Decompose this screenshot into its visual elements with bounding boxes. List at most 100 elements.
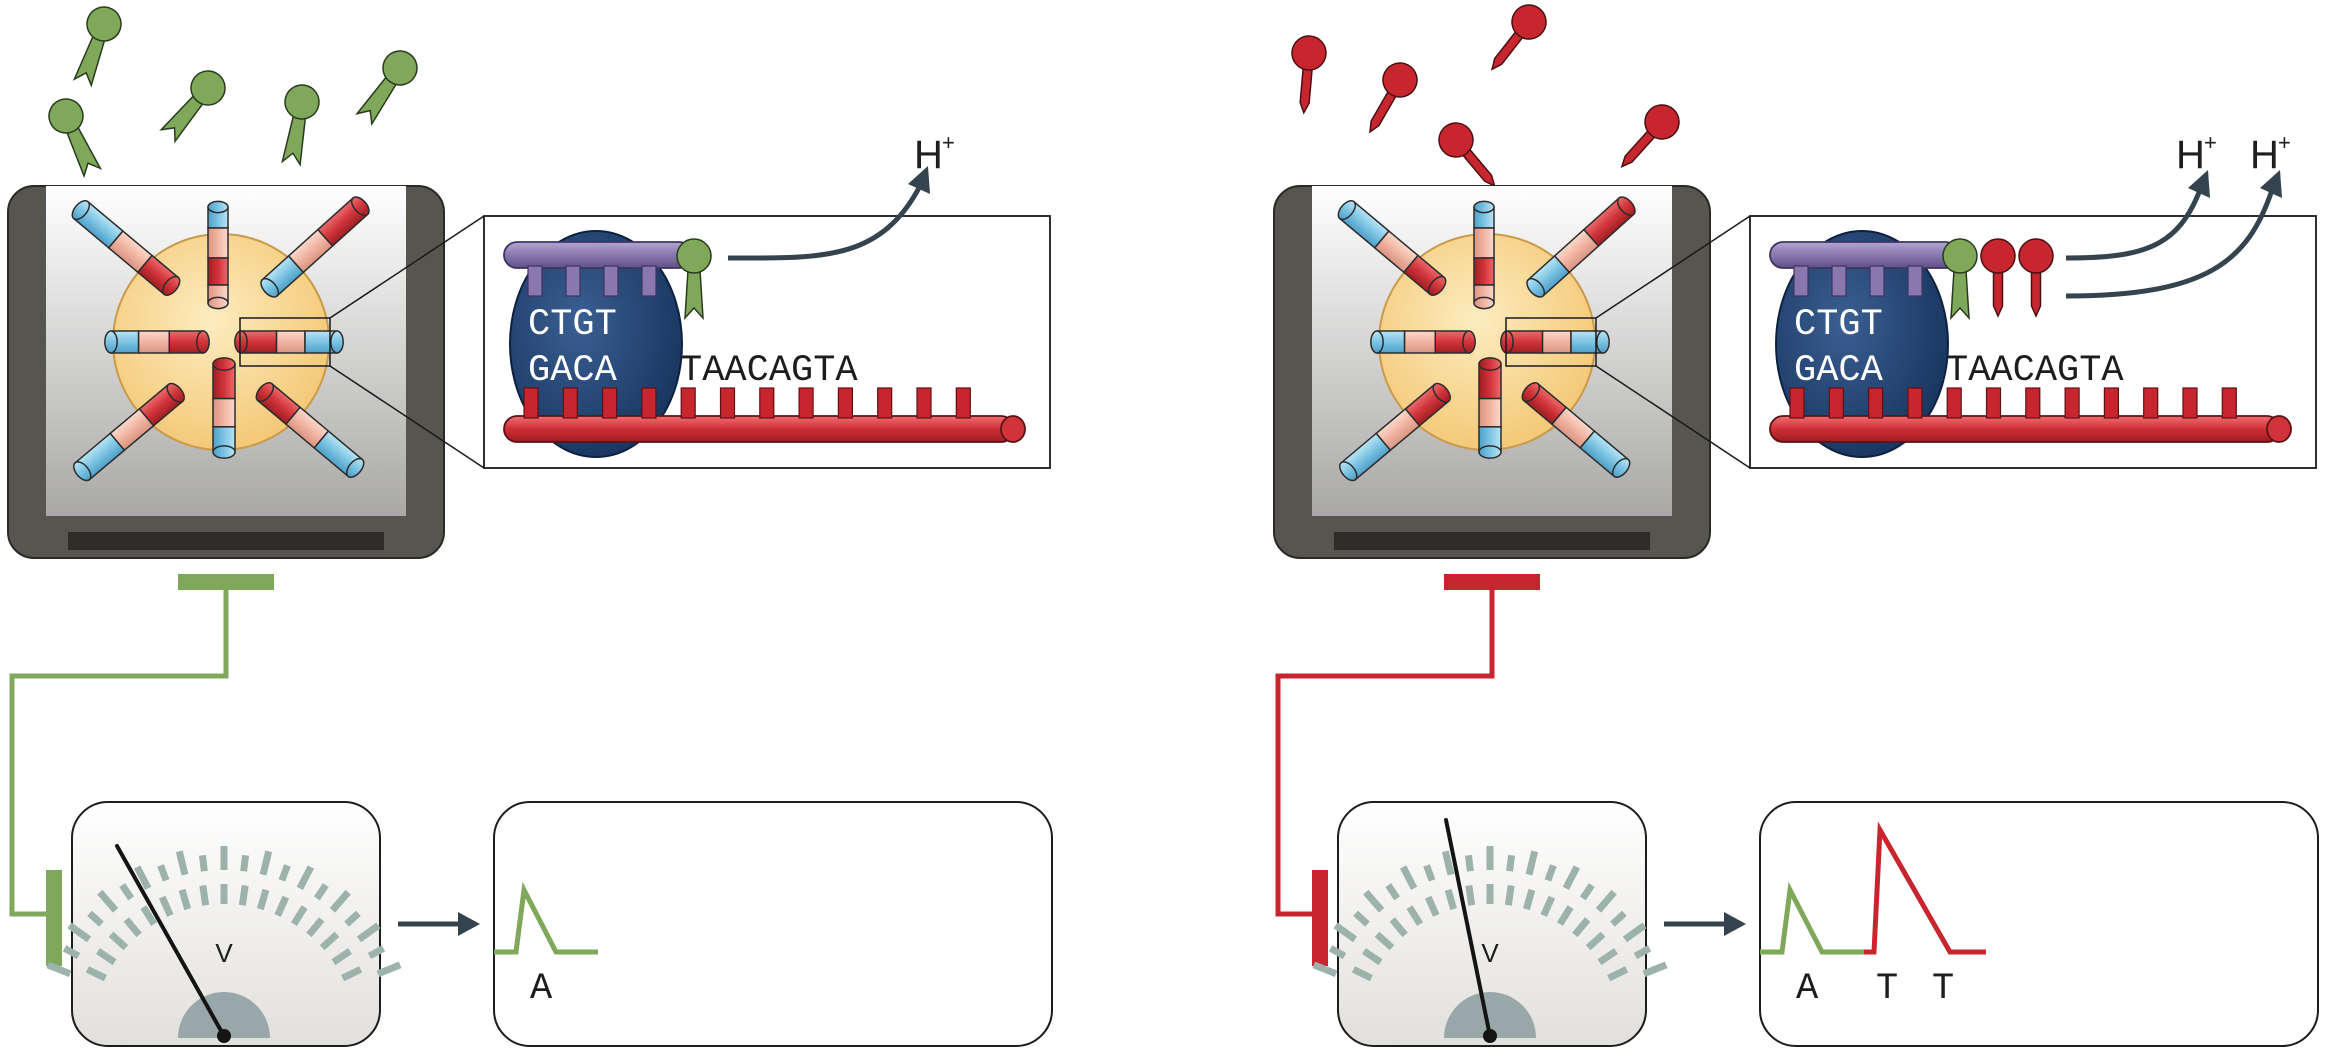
arrowhead-icon [1724, 912, 1746, 936]
template-base-tooth [1985, 387, 2002, 419]
meter-tick [306, 917, 325, 938]
template-base-tooth [601, 387, 618, 419]
probe-segment [275, 330, 306, 354]
template-base-tooth [1789, 387, 1805, 419]
hplus-release-arrow [2065, 189, 2275, 299]
primer-base-tooth [641, 265, 657, 297]
probe [1473, 200, 1495, 310]
template-base-tooth [877, 387, 893, 419]
probe-end-cap [345, 457, 365, 478]
meter-tick [331, 948, 352, 966]
meter-tick [87, 910, 104, 927]
meter-tick [1504, 884, 1515, 906]
meter-tick [1607, 966, 1629, 982]
primer-backbone [503, 241, 693, 269]
meter-tick [1444, 888, 1457, 911]
nucleotide-red-icon [1438, 122, 1496, 188]
probe-end-cap [260, 277, 280, 298]
template-backbone [1769, 415, 2281, 443]
nucleotide-head [1980, 238, 2016, 274]
probe-segment [1478, 397, 1502, 428]
meter-tick [274, 895, 290, 917]
primer-base-tooth [1793, 265, 1809, 297]
trace-box: A [493, 801, 1053, 1047]
probe-segment [1473, 257, 1495, 286]
hplus-release-arrow [727, 184, 923, 261]
probe-segment [1403, 330, 1437, 354]
probe-end-cap [1478, 357, 1502, 371]
meter-tick [367, 945, 386, 960]
probe-end-cap [71, 200, 91, 221]
probe [71, 200, 181, 296]
probe-end-cap [1478, 445, 1502, 459]
meter-tick [1400, 865, 1418, 890]
probe [260, 196, 370, 298]
probe-end-cap [161, 275, 181, 296]
nucleotide-head [190, 70, 226, 106]
polymerase-protein [1775, 230, 1949, 458]
nucleotide-head [48, 98, 84, 134]
meter-tick [296, 865, 314, 890]
hplus-label: H [2250, 133, 2279, 177]
meter-tick [108, 931, 129, 951]
nucleotide-tail [2030, 269, 2042, 318]
nucleotide-head [1942, 238, 1978, 274]
probe [1370, 330, 1476, 354]
floating-nucleotides [1291, 4, 1680, 188]
probe-end-cap [1337, 200, 1357, 221]
wire [1275, 590, 1495, 917]
sequence-bottom-paired: GACA [528, 350, 618, 392]
meter-tick [1406, 905, 1424, 926]
template-base-tooth [2143, 387, 2159, 419]
probe-segment [207, 257, 229, 286]
meter-tick [1374, 931, 1395, 951]
meter-tick [341, 966, 363, 982]
probe-end-cap [212, 357, 236, 371]
template-end-cap [2266, 415, 2292, 443]
zoom-line [329, 215, 485, 319]
probe-segment [137, 330, 171, 354]
meter-tick [1540, 895, 1556, 917]
primer-base-tooth [1831, 265, 1847, 297]
meter-tick [1506, 854, 1516, 872]
meter-tick [257, 888, 270, 911]
nucleotide-green-icon [355, 50, 418, 127]
meter-tick [175, 850, 189, 876]
probe-end-cap [1596, 330, 1610, 354]
nucleotide-head [284, 84, 320, 120]
meter-tick [329, 889, 351, 913]
probe [104, 330, 210, 354]
meter-tick [62, 945, 81, 960]
hplus-superscript: + [942, 130, 955, 155]
zoom-line [1595, 365, 1751, 469]
meter-tick [158, 895, 174, 917]
meter-tick [67, 922, 92, 943]
nucleotide-tail [1992, 269, 2004, 318]
probe-segment [207, 227, 229, 259]
meter-tick [319, 931, 340, 951]
meter-tick [240, 854, 250, 872]
meter-tick [97, 889, 119, 913]
nucleotide-head [2018, 238, 2054, 274]
meter-tick [1595, 889, 1617, 913]
nucleotide-head [1511, 4, 1547, 40]
trace-peak-tt [1864, 821, 1986, 955]
nucleotide-red-icon [1369, 62, 1418, 134]
probe-end-cap [1432, 382, 1451, 403]
voltmeter: V [1312, 801, 1668, 1047]
arrowhead-icon [2260, 170, 2282, 198]
meter-tick [1363, 889, 1385, 913]
trace-label-t: T [1932, 968, 1954, 1010]
template-base-tooth [719, 387, 736, 419]
incorporated-nucleotide-green-icon [676, 238, 712, 321]
nucleotide-green-icon [281, 84, 320, 167]
nucleotide-head [1291, 35, 1327, 71]
primer-base-tooth [565, 265, 581, 297]
incorporated-nucleotide-red-icon [2018, 238, 2054, 318]
meter-tick [1597, 948, 1618, 966]
meter-pivot [217, 1029, 231, 1043]
meter-tick [1562, 865, 1580, 890]
